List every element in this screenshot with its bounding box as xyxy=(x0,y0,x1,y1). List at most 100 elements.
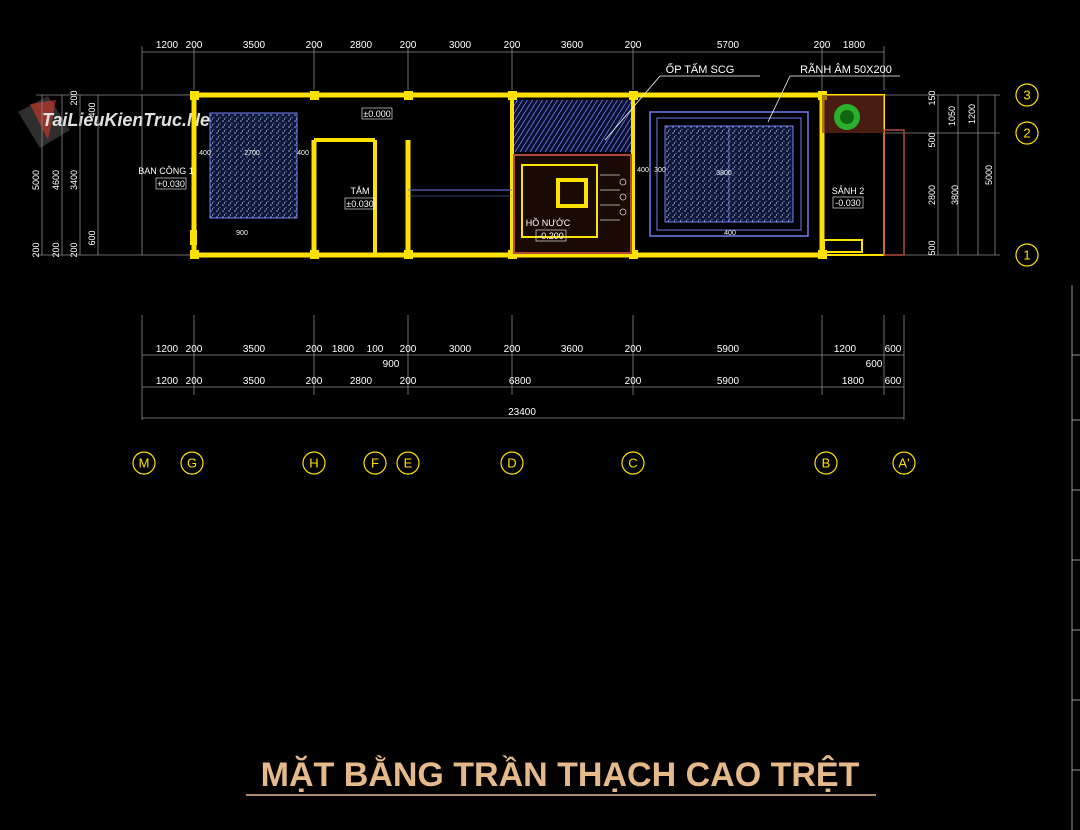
left-dim: 5000 xyxy=(31,170,41,190)
room-ho-nuoc: HỒ NƯỚC xyxy=(526,217,571,228)
level-tam: ±0.030 xyxy=(346,199,373,209)
grid-bubble-3: 3 xyxy=(1015,83,1039,107)
grid-label: G xyxy=(187,456,197,471)
left-dim: 3400 xyxy=(69,170,79,190)
grid-label: 2 xyxy=(1023,126,1030,141)
grid-bubble-a-prime: A' xyxy=(892,451,916,475)
level-ho-nuoc: -0.200 xyxy=(538,231,564,241)
grid-label: H xyxy=(309,456,318,471)
bottom-dimensions-2: 1200 200 3500 200 2800 200 6800 200 5900… xyxy=(156,376,902,387)
grid-label: D xyxy=(507,456,516,471)
left-dim: 4600 xyxy=(51,170,61,190)
bottom-dim: 6800 xyxy=(509,376,532,387)
top-dim: 200 xyxy=(814,40,831,51)
bottom-dim: 3600 xyxy=(561,344,584,355)
bottom-dim: 200 xyxy=(400,376,417,387)
right-dim: 3800 xyxy=(950,185,960,205)
top-dim: 3600 xyxy=(561,40,584,51)
right-dim: 1050 xyxy=(947,106,957,126)
right-dim: 500 xyxy=(927,132,937,147)
bottom-dim: 2800 xyxy=(350,376,373,387)
bottom-dim-sub: 600 xyxy=(866,359,883,370)
top-dim: 200 xyxy=(504,40,521,51)
bottom-dim-sub: 900 xyxy=(383,359,400,370)
annotations: ỐP TẤM SCG RÃNH ÂM 50X200 BAN CÔNG 1 +0.… xyxy=(138,62,900,242)
grid-row-bubbles: 3 2 1 xyxy=(1015,83,1039,267)
left-dim: 600 xyxy=(87,230,97,245)
bottom-dim: 200 xyxy=(625,376,642,387)
bottom-dim: 200 xyxy=(306,344,323,355)
room-tam: TẮM xyxy=(351,186,370,196)
bottom-dim: 600 xyxy=(885,376,902,387)
bottom-dim: 200 xyxy=(625,344,642,355)
right-dimensions: 150 1050 500 2800 500 1200 3800 5000 xyxy=(927,90,994,255)
right-dim-lines xyxy=(884,94,1000,256)
grid-label: 1 xyxy=(1023,248,1030,263)
bottom-dim: 600 xyxy=(885,344,902,355)
top-dim: 200 xyxy=(186,40,203,51)
bottom-dim: 1200 xyxy=(156,344,179,355)
room-ban-cong: BAN CÔNG 1 xyxy=(138,166,194,176)
grid-label: A' xyxy=(898,456,909,471)
bottom-dim: 200 xyxy=(186,376,203,387)
bottom-dim: 1800 xyxy=(332,344,355,355)
level-ban-cong: +0.030 xyxy=(157,179,185,189)
grid-bubble-f: F xyxy=(363,451,387,475)
right-dim: 5000 xyxy=(984,165,994,185)
bottom-dim: 200 xyxy=(400,344,417,355)
left-dim: 200 xyxy=(69,90,79,105)
top-dim: 200 xyxy=(400,40,417,51)
right-dim: 1200 xyxy=(967,104,977,124)
small-dim: 900 xyxy=(236,230,248,237)
bottom-dim: 5900 xyxy=(717,376,740,387)
grid-bubble-h: H xyxy=(302,451,326,475)
bottom-dim: 1200 xyxy=(834,344,857,355)
bottom-dim: 3000 xyxy=(449,344,472,355)
top-dim: 1800 xyxy=(843,40,866,51)
grid-label: F xyxy=(371,456,379,471)
top-extension-lines xyxy=(141,46,885,90)
grid-label: C xyxy=(628,456,637,471)
bottom-dim: 200 xyxy=(306,376,323,387)
small-dim: 2700 xyxy=(244,150,260,157)
annotation-op-tam: ỐP TẤM SCG xyxy=(666,62,735,76)
scg-cladding-hatch xyxy=(514,100,631,152)
grid-bubble-g: G xyxy=(180,451,204,475)
grid-bubble-e: E xyxy=(396,451,420,475)
small-dim: 400 xyxy=(637,167,649,174)
bottom-dimensions-1: 1200 200 3500 200 1800 100 200 3000 200 … xyxy=(156,344,902,370)
left-dim-lines xyxy=(36,94,142,256)
level-zero: ±0.000 xyxy=(363,109,390,119)
right-dim: 500 xyxy=(927,240,937,255)
annotation-ranh-am: RÃNH ÂM 50X200 xyxy=(800,63,892,76)
watermark-text: TaiLieuKienTruc.Net xyxy=(42,110,217,130)
ceiling-panel-1 xyxy=(209,112,298,219)
bottom-dim: 100 xyxy=(367,344,384,355)
bottom-dim: 3500 xyxy=(243,376,266,387)
small-dim: 300 xyxy=(654,167,666,174)
grid-column-bubbles: M G H F E D C B A' xyxy=(132,451,916,475)
small-dim: 3800 xyxy=(716,170,732,177)
left-dim: 200 xyxy=(51,242,61,257)
top-dim: 5700 xyxy=(717,40,740,51)
total-dimension: 23400 xyxy=(508,407,536,418)
room-sanh: SẢNH 2 xyxy=(832,185,865,196)
top-dim: 1200 xyxy=(156,40,179,51)
level-sanh: -0.030 xyxy=(835,198,861,208)
grid-bubble-2: 2 xyxy=(1015,121,1039,145)
bottom-dim: 200 xyxy=(504,344,521,355)
grid-label: 3 xyxy=(1023,88,1030,103)
top-dim: 3500 xyxy=(243,40,266,51)
small-dim: 400 xyxy=(297,150,309,157)
bottom-dim: 1800 xyxy=(842,376,865,387)
grid-label: B xyxy=(822,456,831,471)
left-dim: 200 xyxy=(31,242,41,257)
left-dim: 200 xyxy=(69,242,79,257)
top-dim: 2800 xyxy=(350,40,373,51)
grid-bubble-b: B xyxy=(814,451,838,475)
top-dim: 200 xyxy=(306,40,323,51)
small-dim: 400 xyxy=(199,150,211,157)
grid-label: E xyxy=(404,456,413,471)
right-dim: 2800 xyxy=(927,185,937,205)
